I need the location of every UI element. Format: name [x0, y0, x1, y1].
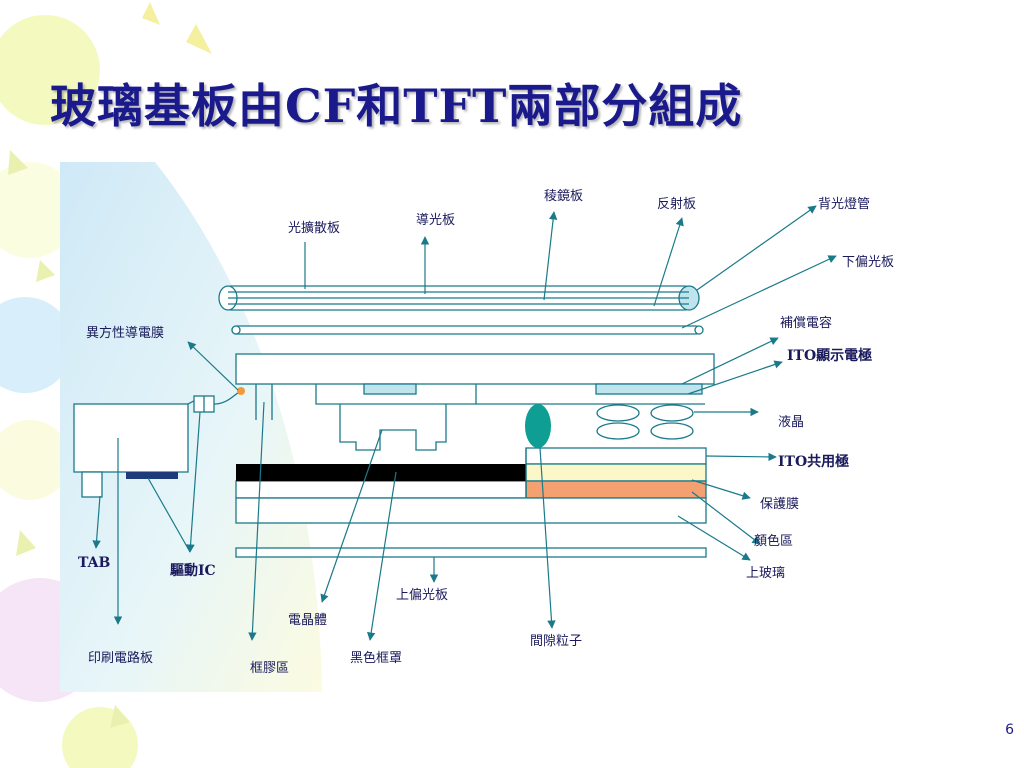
- leader-acf: [187, 341, 239, 391]
- liquid-crystal-molecule: [650, 422, 694, 440]
- label-black-matrix: 黑色框罩: [350, 650, 402, 666]
- tab-connector: [81, 471, 103, 498]
- tft-layer: [315, 384, 477, 405]
- label-prism: 稜鏡板: [544, 189, 583, 204]
- decor-swirl: [62, 707, 138, 768]
- liquid-crystal-molecule: [650, 404, 694, 422]
- pcb-block: [73, 403, 189, 473]
- label-driver-ic: 驅動IC: [170, 562, 216, 579]
- leader-ito-display: [687, 360, 783, 395]
- overcoat-layer: [525, 463, 707, 482]
- label-storage-cap: 補償電容: [780, 315, 832, 331]
- upper-polarizer: [235, 547, 707, 558]
- decor-star: [36, 260, 55, 282]
- acf-dot: [237, 387, 245, 395]
- label-light-guide: 導光板: [416, 213, 455, 228]
- driver-ic-chip: [126, 472, 178, 479]
- label-sealant: 框膠區: [250, 661, 289, 676]
- decor-swirl: [0, 297, 73, 393]
- leader-prism: [543, 211, 558, 301]
- decor-star: [186, 24, 212, 54]
- label-pcb: 印刷電路板: [88, 650, 153, 666]
- decor-swirl: [0, 15, 100, 125]
- spacer-ball: [525, 404, 551, 448]
- decor-star: [110, 705, 130, 728]
- label-color-filter: 顏色區: [754, 533, 793, 549]
- label-tft: 電晶體: [288, 613, 327, 628]
- ito-common-electrode: [525, 447, 707, 465]
- label-reflector: 反射板: [657, 196, 696, 212]
- liquid-crystal-molecule: [596, 404, 640, 422]
- lower-glass: [235, 353, 715, 385]
- label-ito-display: ITO顯示電極: [787, 347, 872, 364]
- decor-swirl: [0, 420, 70, 500]
- label-spacer: 間隙粒子: [530, 634, 582, 649]
- lower-polarizer-end: [694, 325, 704, 335]
- label-liquid-crystal: 液晶: [778, 415, 804, 430]
- cf-base-layer: [235, 480, 527, 499]
- lcd-structure-diagram: 光擴散板 導光板 稜鏡板 反射板 背光燈管 下偏光板 異方性導電膜 補償電容 I…: [60, 162, 926, 692]
- decor-star: [142, 2, 160, 25]
- lcd-structure-svg: 光擴散板 導光板 稜鏡板 反射板 背光燈管 下偏光板 異方性導電膜 補償電容 I…: [60, 162, 894, 692]
- leader-driver-ic-b: [186, 411, 201, 553]
- leader-overcoat: [691, 479, 751, 500]
- label-tab: TAB: [78, 555, 111, 571]
- color-filter-layer: [525, 480, 707, 499]
- tft-transistor: [339, 404, 447, 451]
- black-matrix: [236, 464, 526, 481]
- leader-reflector: [653, 217, 684, 307]
- leader-upper-glass: [677, 515, 751, 561]
- decor-star: [16, 530, 36, 556]
- liquid-crystal-molecule: [596, 422, 640, 440]
- label-upper-glass: 上玻璃: [746, 566, 785, 581]
- decor-star: [8, 150, 28, 175]
- leader-color-filter: [691, 491, 761, 545]
- leader-tab: [92, 495, 101, 549]
- label-ito-common: ITO共用極: [778, 453, 849, 470]
- leader-lower-polarizer: [681, 255, 837, 329]
- gate-electrode: [363, 383, 417, 395]
- leader-tft: [320, 429, 383, 603]
- leader-storage-cap: [681, 337, 779, 385]
- lower-polarizer-end: [231, 325, 241, 335]
- leader-sealant: [248, 401, 265, 641]
- label-overcoat: 保護膜: [760, 496, 799, 512]
- upper-glass: [235, 497, 707, 524]
- lower-polarizer: [231, 325, 701, 335]
- ito-display-electrode: [595, 383, 703, 395]
- label-acf: 異方性導電膜: [86, 325, 164, 341]
- label-diffuser: 光擴散板: [288, 220, 340, 236]
- leader-backlight-tube: [696, 205, 817, 291]
- leader-spacer: [539, 447, 556, 629]
- label-lower-polarizer: 下偏光板: [842, 255, 894, 270]
- leader-driver-ic-a: [147, 477, 191, 553]
- label-backlight-tube: 背光燈管: [818, 197, 870, 212]
- slide-title: 玻璃基板由CF和TFT兩部分組成: [50, 79, 743, 133]
- leader-black-matrix: [367, 471, 397, 641]
- label-upper-polarizer: 上偏光板: [396, 588, 448, 603]
- leader-ito-common: [705, 452, 777, 462]
- decor-swirl: [0, 162, 78, 258]
- page-number: 6: [1005, 722, 1014, 738]
